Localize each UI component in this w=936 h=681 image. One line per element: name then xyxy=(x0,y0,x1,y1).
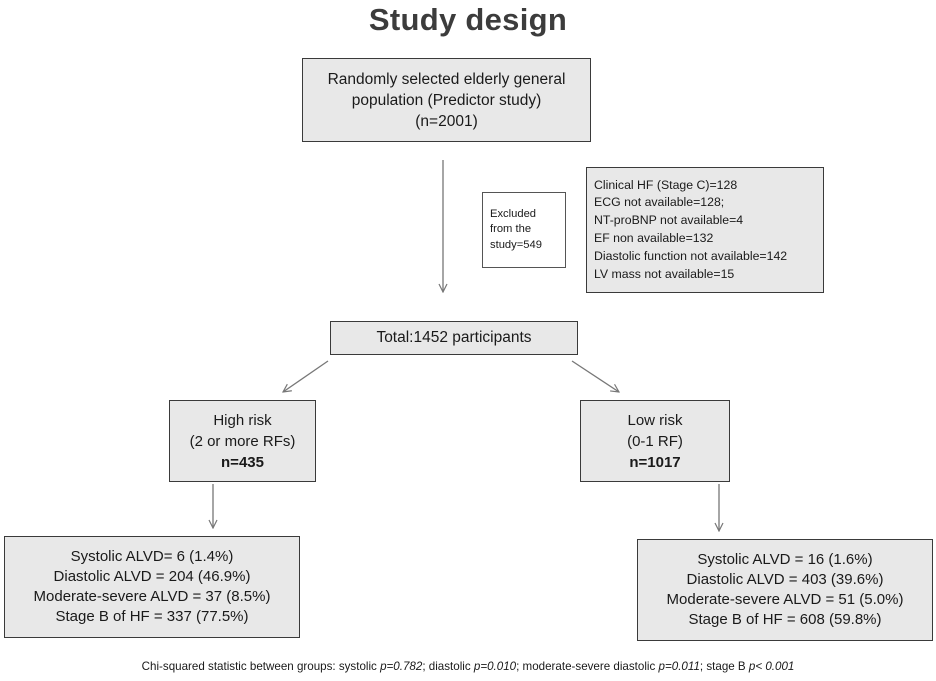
low-risk-label: Low risk xyxy=(627,411,683,429)
high-risk-label: High risk xyxy=(213,411,272,429)
footnote-p-stage-b: p< 0.001 xyxy=(748,660,795,673)
high-risk-result: Stage B of HF = 337 (77.5%) xyxy=(55,608,249,625)
low-risk-results-box: Systolic ALVD = 16 (1.6%) Diastolic ALVD… xyxy=(637,539,933,641)
arrow-total-to-high-risk xyxy=(283,360,329,392)
high-risk-criteria: (2 or more RFs) xyxy=(189,432,296,450)
source-line-2: population (Predictor study) xyxy=(351,91,542,109)
high-risk-result: Moderate-severe ALVD = 37 (8.5%) xyxy=(33,588,271,605)
excluded-line-3: study=549 xyxy=(490,238,542,251)
high-risk-result: Diastolic ALVD = 204 (46.9%) xyxy=(53,568,251,585)
chi-squared-footnote: Chi-squared statistic between groups: sy… xyxy=(0,660,936,673)
low-risk-box: Low risk (0-1 RF) n=1017 xyxy=(580,400,730,482)
exclusion-reason: Clinical HF (Stage C)=128 xyxy=(594,177,738,192)
footnote-sep-3: ; stage B xyxy=(699,660,749,673)
exclusion-reason: Diastolic function not available=142 xyxy=(594,248,788,263)
source-line-3: (n=2001) xyxy=(415,112,478,130)
footnote-prefix: Chi-squared statistic between groups: sy… xyxy=(141,660,381,673)
exclusion-reasons-box: Clinical HF (Stage C)=128 ECG not availa… xyxy=(586,167,824,293)
low-risk-result: Diastolic ALVD = 403 (39.6%) xyxy=(686,571,884,588)
low-risk-criteria: (0-1 RF) xyxy=(627,432,683,450)
footnote-p-moderate-severe: p=0.011 xyxy=(658,660,700,673)
exclusion-reason: NT-proBNP not available=4 xyxy=(594,213,744,228)
total-participants-box: Total:1452 participants xyxy=(330,321,578,355)
excluded-line-2: from the xyxy=(490,223,532,236)
arrow-total-to-low-risk xyxy=(571,360,619,392)
total-label: Total:1452 participants xyxy=(376,329,532,346)
exclusion-reason: ECG not available=128; xyxy=(594,195,725,210)
high-risk-box: High risk (2 or more RFs) n=435 xyxy=(169,400,316,482)
footnote-sep-1: ; diastolic xyxy=(422,660,474,673)
low-risk-result: Systolic ALVD = 16 (1.6%) xyxy=(697,551,873,568)
exclusion-reason: LV mass not available=15 xyxy=(594,266,735,281)
footnote-p-systolic: p=0.782 xyxy=(380,660,423,673)
diagram-title: Study design xyxy=(368,2,568,37)
source-line-1: Randomly selected elderly general xyxy=(327,70,566,88)
low-risk-n: n=1017 xyxy=(629,453,681,471)
high-risk-result: Systolic ALVD= 6 (1.4%) xyxy=(70,548,234,565)
excluded-box: Excluded from the study=549 xyxy=(482,192,566,268)
high-risk-results-box: Systolic ALVD= 6 (1.4%) Diastolic ALVD =… xyxy=(4,536,300,638)
low-risk-result: Stage B of HF = 608 (59.8%) xyxy=(688,611,882,628)
exclusion-reason: EF non available=132 xyxy=(594,231,714,245)
footnote-sep-2: ; moderate-severe diastolic xyxy=(516,660,659,673)
excluded-line-1: Excluded xyxy=(490,207,537,220)
low-risk-result: Moderate-severe ALVD = 51 (5.0%) xyxy=(666,591,904,608)
source-population-box: Randomly selected elderly general popula… xyxy=(302,58,591,142)
high-risk-n: n=435 xyxy=(221,453,264,471)
footnote-p-diastolic: p=0.010 xyxy=(473,660,517,673)
